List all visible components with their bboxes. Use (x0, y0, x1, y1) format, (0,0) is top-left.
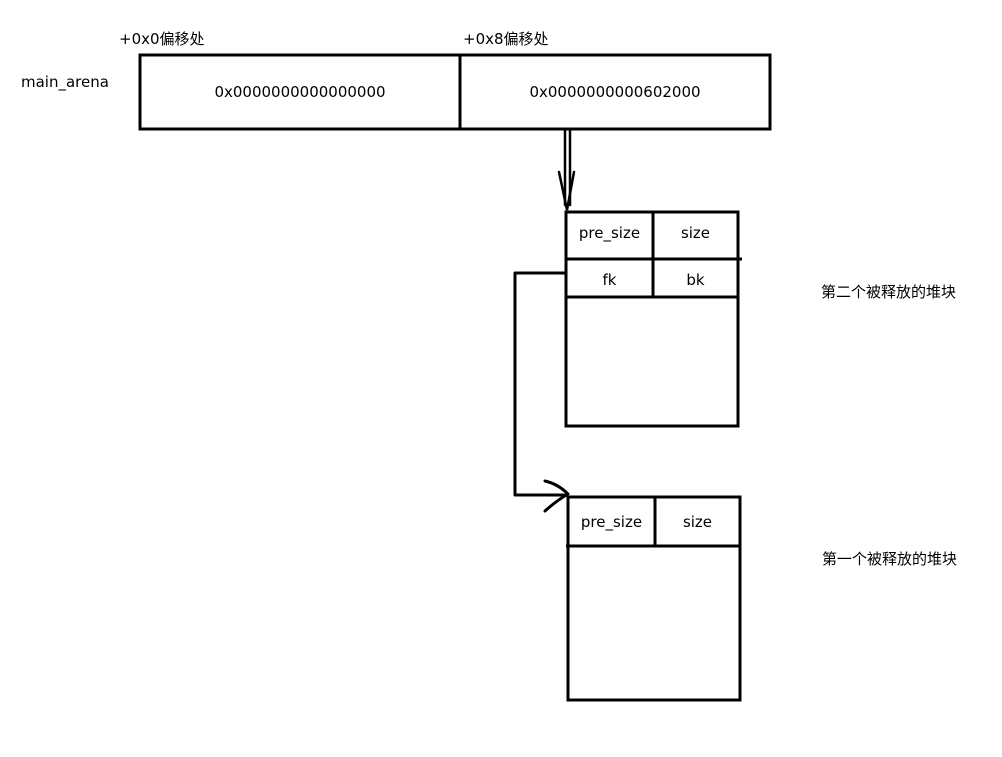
offset-8-label: +0x8偏移处 (463, 30, 549, 48)
fk-pointer-head (543, 479, 570, 513)
chunk-second-pre-size: pre_size (578, 224, 641, 242)
arena-cell-8-value: 0x0000000000602000 (529, 83, 701, 101)
chunk-first-pre-size: pre_size (580, 513, 643, 531)
chunk-first-box (566, 495, 742, 702)
chunk-second-size: size (680, 224, 711, 242)
fk-pointer-arrow (513, 271, 570, 513)
main-arena-label: main_arena (21, 73, 109, 91)
main-arena-outline (138, 53, 772, 131)
arena-to-chunk-arrow (557, 128, 576, 211)
main-arena-box (138, 53, 772, 131)
arrow-head (557, 170, 576, 211)
offset-0-label: +0x0偏移处 (119, 30, 205, 48)
chunk-second-bk: bk (686, 271, 705, 289)
arena-cell-0-value: 0x0000000000000000 (214, 83, 386, 101)
chunk-second-caption: 第二个被释放的堆块 (821, 283, 957, 301)
chunk-second-fk: fk (602, 271, 617, 289)
fk-pointer-line (513, 271, 568, 497)
chunk-first-size: size (682, 513, 713, 531)
chunk-first-caption: 第一个被释放的堆块 (822, 550, 958, 568)
chunk-second-box (564, 210, 742, 428)
